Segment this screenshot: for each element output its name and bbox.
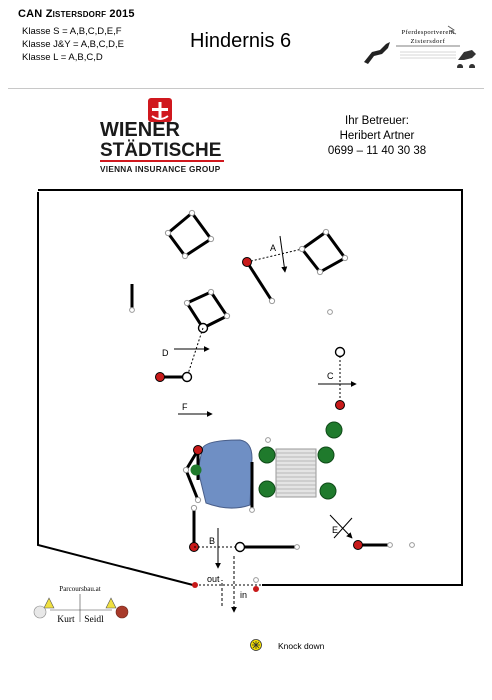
- class-line-l: Klasse L = A,B,C,D: [22, 52, 103, 63]
- legend-label: Knock down: [278, 641, 325, 651]
- bush-icon: [325, 421, 343, 439]
- element-f-label: F: [182, 402, 188, 412]
- event-name: CAN Zistersdorf 2015: [18, 8, 135, 20]
- class-line-jy: Klasse J&Y = A,B,C,D,E: [22, 39, 124, 50]
- contact-block: Ihr Betreuer: Heribert Artner 0699 – 11 …: [318, 114, 436, 159]
- club-logo: Pferdesportverein Zistersdorf: [364, 25, 476, 68]
- gate-out-label: out: [207, 574, 220, 584]
- obstacle-title: Hindernis 6: [190, 30, 292, 52]
- bush-icon: [319, 482, 337, 500]
- gate-in-label: in: [240, 590, 247, 600]
- knock-down-icon: [250, 639, 262, 651]
- builder-last-name: Seidl: [84, 615, 104, 625]
- contact-name: Heribert Artner: [339, 130, 415, 142]
- element-a-label: A: [270, 243, 276, 253]
- bush-icon: [258, 480, 276, 498]
- contact-phone: 0699 – 11 40 30 38: [327, 145, 427, 157]
- contact-label: Ihr Betreuer:: [345, 115, 409, 127]
- element-a: A: [242, 228, 349, 305]
- element-b-label: B: [209, 536, 215, 546]
- element-c-label: C: [327, 371, 334, 381]
- course-builder-logo: Parcoursbau.at Kurt Seidl: [33, 585, 129, 625]
- builder-site: Parcoursbau.at: [59, 585, 100, 593]
- club-logo-line2: Zistersdorf: [410, 38, 445, 45]
- sponsor-line1: WIENER: [100, 119, 181, 141]
- flag-icon: [43, 597, 55, 609]
- loose-standard: [327, 309, 333, 315]
- element-e: E: [329, 514, 415, 550]
- bush-icon: [317, 446, 335, 464]
- arena-boundary: [37, 189, 463, 586]
- sponsor-line3: VIENNA INSURANCE GROUP: [100, 165, 221, 174]
- element-d: D: [155, 288, 231, 383]
- square-oxer-top-left: [164, 209, 215, 260]
- horse-jumper-icon: [364, 42, 390, 64]
- sponsor-line2: STÄDTISCHE: [100, 140, 221, 161]
- builder-first-name: Kurt: [57, 615, 75, 625]
- element-e-label: E: [332, 525, 338, 535]
- bush-icon: [258, 446, 276, 464]
- bush-icon: [190, 464, 202, 476]
- water-pond: [197, 439, 253, 509]
- tree-sprig-icon: [447, 25, 457, 35]
- arena-gate: out in: [192, 556, 262, 613]
- water-complex: [182, 421, 343, 513]
- class-line-s: Klasse S = A,B,C,D,E,F: [22, 26, 122, 37]
- element-f: F: [178, 402, 213, 417]
- header-divider: [8, 88, 484, 89]
- element-d-label: D: [162, 348, 169, 358]
- flag-icon: [105, 597, 117, 609]
- club-logo-line1: Pferdesportverein: [401, 29, 454, 36]
- carriage-icon: [457, 50, 476, 68]
- element-c: C: [318, 346, 357, 410]
- sponsor-logo: WIENER STÄDTISCHE VIENNA INSURANCE GROUP: [100, 98, 224, 174]
- element-b: B: [189, 504, 300, 569]
- rail-left-vertical: [129, 284, 135, 313]
